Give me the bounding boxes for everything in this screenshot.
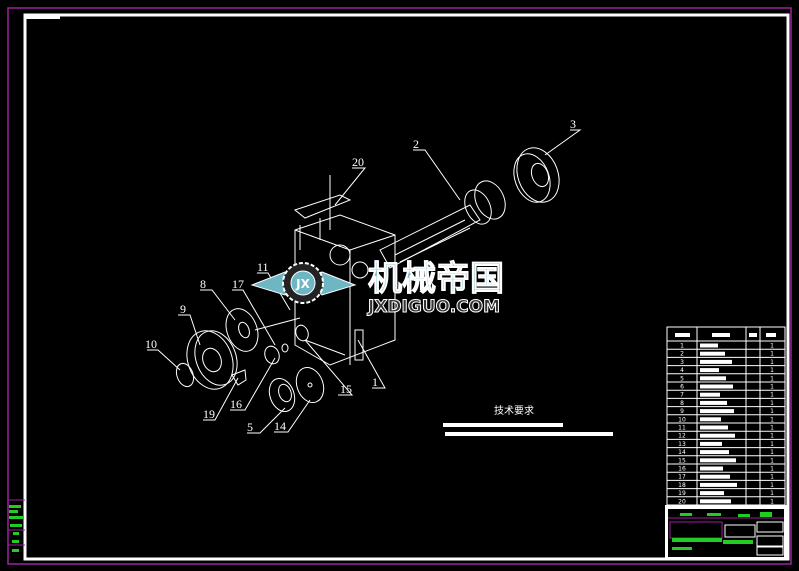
bom-row-qty: 1	[770, 351, 774, 358]
part-label-15: 15	[340, 382, 352, 396]
bom-row-number: 19	[678, 490, 686, 497]
bom-row-number: 13	[678, 441, 686, 448]
bom-row-number: 16	[678, 466, 686, 473]
part-label-16: 16	[230, 397, 242, 411]
bom-row-name	[700, 425, 728, 430]
bom-row-name	[700, 376, 726, 381]
outer-frame	[7, 7, 792, 565]
bom-row-name	[700, 392, 720, 397]
bom-row-name	[700, 474, 730, 479]
bom-row-name	[700, 417, 721, 422]
part-label-20: 20	[352, 155, 364, 169]
bom-row-qty: 1	[770, 359, 774, 366]
bearing-cover	[513, 147, 560, 203]
part-labels: 1 2 3 5 8 9 10 11 14 15 16 17 19 20	[145, 117, 576, 434]
part-label-11: 11	[257, 260, 269, 274]
bom-row-number: 12	[678, 433, 686, 440]
bom-row-number: 14	[678, 449, 686, 456]
bom-row-qty: 1	[770, 498, 774, 505]
inner-frame	[23, 13, 790, 561]
bom-row-number: 6	[680, 384, 684, 391]
bom-row-qty: 1	[770, 416, 774, 423]
bom-row-number: 7	[680, 392, 684, 399]
bom-row-number: 8	[680, 400, 684, 407]
shaft	[379, 180, 506, 269]
watermark-logo-text: JX	[295, 277, 310, 291]
bom-row-name	[700, 359, 732, 364]
pulley	[175, 308, 259, 390]
bom-row-qty: 1	[770, 474, 774, 481]
bearings-and-seals	[254, 317, 346, 412]
bom-row-qty: 1	[770, 343, 774, 350]
bom-row-qty: 1	[770, 392, 774, 399]
bom-row-name	[700, 482, 737, 487]
bom-row-qty: 1	[770, 449, 774, 456]
bom-row-name	[700, 466, 723, 471]
bom-row-qty: 1	[770, 400, 774, 407]
technical-requirements: 技术要求	[443, 404, 613, 436]
bom-row-number: 20	[678, 498, 686, 505]
bom-row-name	[700, 491, 724, 496]
bom-row-number: 3	[680, 359, 684, 366]
tech-requirements-title: 技术要求	[494, 404, 534, 417]
bom-row-qty: 1	[770, 441, 774, 448]
part-label-10: 10	[145, 337, 157, 351]
bom-row-qty: 1	[770, 457, 774, 464]
bom-row-number: 15	[678, 457, 686, 464]
bom-row-name	[700, 368, 719, 373]
corner-tab	[25, 15, 60, 19]
bom-row-number: 4	[680, 367, 684, 374]
bom-row-qty: 1	[770, 384, 774, 391]
bom-row-number: 11	[678, 425, 686, 432]
watermark-cn-text: 机械帝国	[368, 259, 504, 299]
bom-row-number: 17	[678, 474, 686, 481]
bom-row-name	[700, 458, 736, 463]
part-label-9: 9	[180, 302, 186, 316]
bom-row-name	[700, 351, 725, 356]
bom-row-name	[700, 433, 735, 438]
bom-row-name	[700, 384, 733, 389]
bom-row-number: 9	[680, 408, 684, 415]
bom-row-qty: 1	[770, 466, 774, 473]
leader-lines	[147, 129, 582, 434]
bom-row-qty: 1	[770, 425, 774, 432]
watermark-logo: JX 机械帝国 JXDIGUO.COM	[250, 259, 505, 318]
bom-row-number: 18	[678, 482, 686, 489]
bom-row-number: 2	[680, 351, 684, 358]
bom-row-name	[700, 409, 734, 414]
watermark-url-text: JXDIGUO.COM	[367, 297, 500, 317]
bom-row-qty: 1	[770, 408, 774, 415]
part-label-2: 2	[413, 137, 419, 151]
part-label-14: 14	[274, 419, 286, 433]
bom-row-name	[700, 400, 727, 405]
title-block	[665, 505, 787, 560]
bom-row-qty: 1	[770, 375, 774, 382]
bom-row-name	[700, 450, 729, 455]
bom-row-qty: 1	[770, 433, 774, 440]
part-label-5: 5	[247, 420, 253, 434]
bom-row-name	[700, 499, 731, 504]
bom-row-name	[700, 343, 718, 348]
bom-row-qty: 1	[770, 490, 774, 497]
bom-row-number: 10	[678, 416, 686, 423]
bom-row-number: 1	[680, 343, 684, 350]
part-label-8: 8	[200, 277, 206, 291]
part-label-1: 1	[372, 375, 378, 389]
bom-row-number: 5	[680, 375, 684, 382]
bom-row-name	[700, 441, 722, 446]
part-label-19: 19	[203, 407, 215, 421]
binding-strip	[8, 499, 25, 552]
part-label-3: 3	[570, 117, 576, 131]
bom-row-qty: 1	[770, 367, 774, 374]
gearbox-housing	[293, 175, 396, 366]
bom-row-qty: 1	[770, 482, 774, 489]
part-label-17: 17	[232, 277, 244, 291]
